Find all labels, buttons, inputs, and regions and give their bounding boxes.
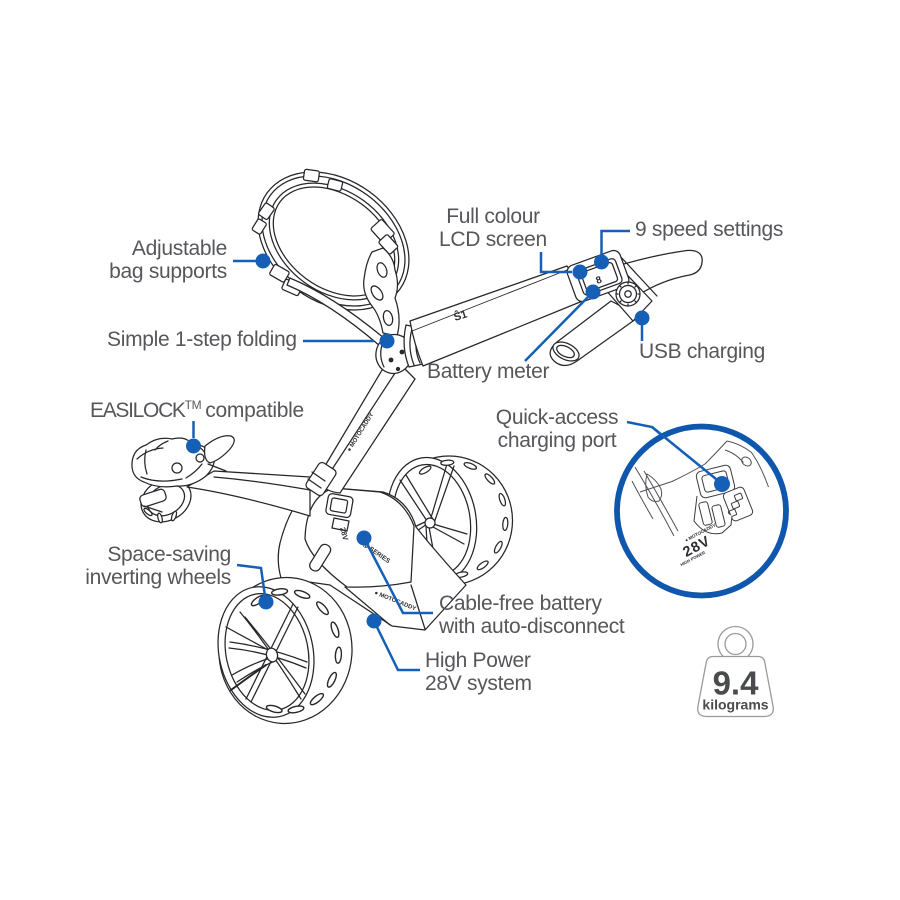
svg-text:28V: 28V	[338, 526, 350, 541]
svg-text:Ŝ1: Ŝ1	[452, 307, 469, 323]
svg-text:9.4: 9.4	[713, 665, 760, 702]
svg-text:8: 8	[595, 274, 604, 286]
svg-text:kilograms: kilograms	[702, 697, 768, 713]
